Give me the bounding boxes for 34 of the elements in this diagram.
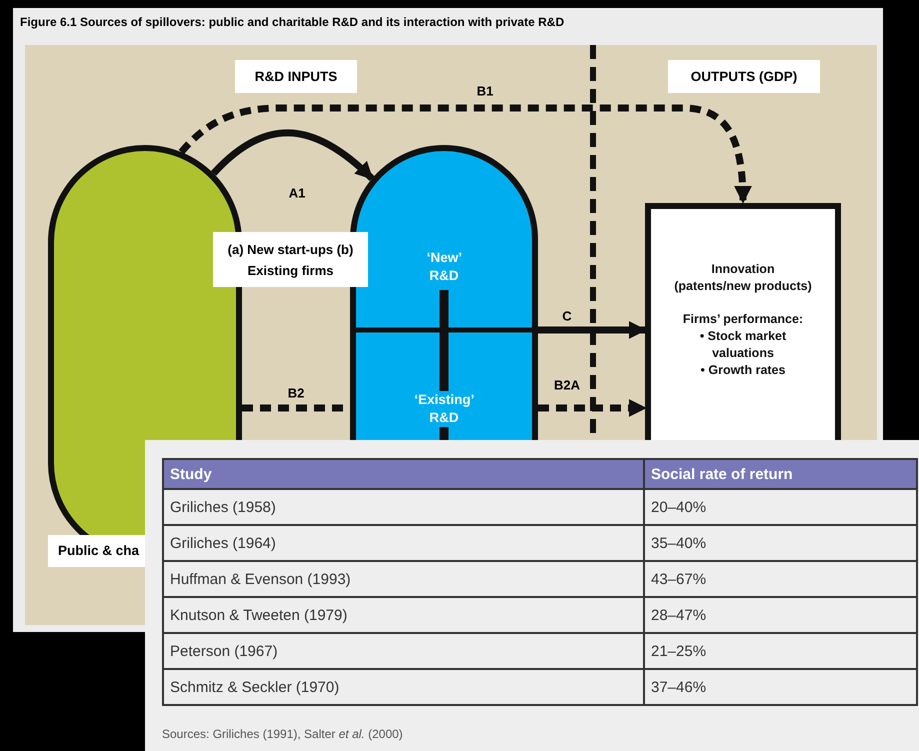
- table-cell: 35–40%: [644, 525, 917, 561]
- table-cell: 28–47%: [644, 597, 917, 633]
- edge-label: B2: [286, 386, 306, 400]
- edge-label: B2A: [552, 378, 582, 392]
- label-box: R&D INPUTS: [235, 60, 357, 93]
- bullet-item: • Stock market valuations: [698, 328, 788, 362]
- table-cell: Griliches (1958): [163, 489, 644, 525]
- table-header-cell: Study: [163, 459, 644, 489]
- table-cell: Knutson & Tweeten (1979): [163, 597, 644, 633]
- table-cell: 43–67%: [644, 561, 917, 597]
- label-box: (a) New start-ups (b) Existing firms: [213, 232, 368, 287]
- table-cell: Griliches (1964): [163, 525, 644, 561]
- output-text: Innovation (patents/new products): [673, 261, 813, 295]
- table-cell: 21–25%: [644, 633, 917, 669]
- table-header-cell: Social rate of return: [644, 459, 917, 489]
- table-cell: Schmitz & Seckler (1970): [163, 669, 644, 705]
- table-cell: Peterson (1967): [163, 633, 644, 669]
- figure-title: Figure 6.1 Sources of spillovers: public and charitable R&D and its interaction with private R&D: [20, 15, 564, 29]
- output-box: [645, 203, 841, 440]
- edge-label: C: [560, 308, 574, 324]
- table-cell: 20–40%: [644, 489, 917, 525]
- section-heading: Firms’ performance:: [682, 311, 804, 328]
- edge-label: B1: [474, 84, 496, 98]
- edge-label: A1: [286, 186, 308, 200]
- table-cell: 37–46%: [644, 669, 917, 705]
- bullet-item: • Growth rates: [700, 362, 786, 379]
- column-caption: Public & cha: [48, 535, 145, 567]
- arrow: [211, 129, 374, 182]
- dashed-arrow: [178, 104, 752, 204]
- arrow: [538, 321, 647, 339]
- source-note: Sources: Griliches (1991), Salter et al. (2000): [162, 727, 403, 741]
- label-box: OUTPUTS (GDP): [668, 60, 820, 93]
- dashed-arrow: [538, 399, 647, 417]
- table-cell: Huffman & Evenson (1993): [163, 561, 644, 597]
